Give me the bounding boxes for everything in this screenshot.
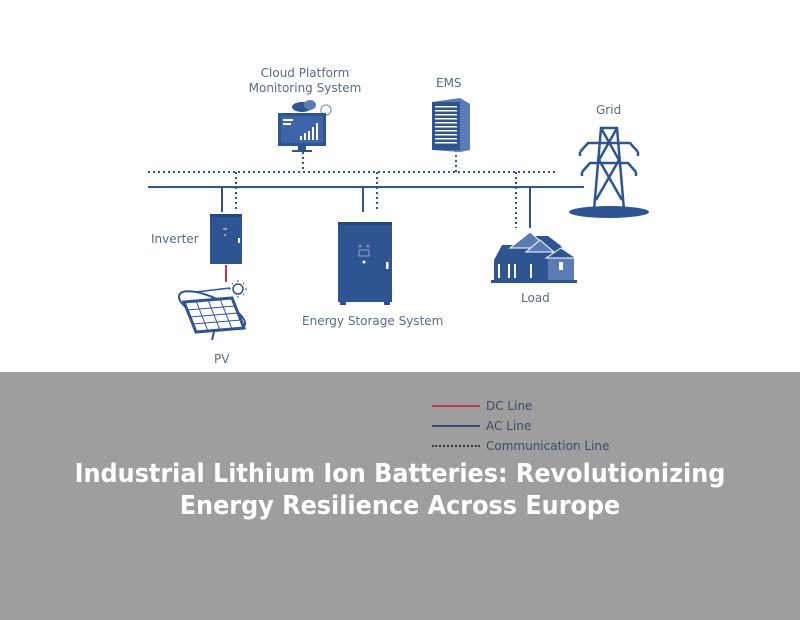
page-title: Industrial Lithium Ion Batteries: Revolu… bbox=[32, 458, 768, 522]
inverter-cabinet-icon bbox=[210, 214, 242, 264]
ac-line-swatch bbox=[432, 425, 480, 427]
dc-line-swatch bbox=[432, 405, 480, 407]
inverter-label: Inverter bbox=[151, 232, 199, 246]
transmission-tower-icon bbox=[569, 126, 649, 218]
grid-label: Grid bbox=[596, 103, 622, 117]
solar-panel-icon bbox=[177, 280, 247, 341]
title-line-2: Energy Resilience Across Europe bbox=[179, 491, 621, 521]
communication-line-swatch bbox=[432, 445, 480, 447]
legend-label: DC Line bbox=[486, 399, 533, 413]
cloud-label-line1: Cloud Platform bbox=[260, 66, 350, 80]
ess-label: Energy Storage System bbox=[302, 314, 444, 328]
cloud-label-line2: Monitoring System bbox=[248, 81, 362, 95]
legend-label: AC Line bbox=[486, 419, 532, 433]
load-label: Load bbox=[521, 291, 550, 305]
title-line-1: Industrial Lithium Ion Batteries: Revolu… bbox=[74, 459, 726, 489]
monitor-chart-icon bbox=[278, 100, 332, 152]
pv-label: PV bbox=[214, 352, 230, 366]
cloud-platform-label: Cloud Platform Monitoring System bbox=[246, 66, 364, 96]
ems-label: EMS bbox=[436, 76, 462, 90]
legend-item-communication: Communication Line bbox=[432, 436, 609, 456]
legend: DC Line AC Line Communication Line bbox=[432, 396, 609, 456]
energy-system-diagram: Cloud Platform Monitoring System EMS Gri… bbox=[148, 66, 649, 366]
legend-item-ac: AC Line bbox=[432, 416, 609, 436]
legend-item-dc: DC Line bbox=[432, 396, 609, 416]
diagram-lines bbox=[148, 98, 649, 341]
house-icon bbox=[491, 231, 578, 283]
battery-cabinet-icon bbox=[338, 222, 392, 305]
server-icon bbox=[432, 98, 470, 152]
legend-label: Communication Line bbox=[486, 439, 610, 453]
title-banner bbox=[0, 372, 800, 620]
